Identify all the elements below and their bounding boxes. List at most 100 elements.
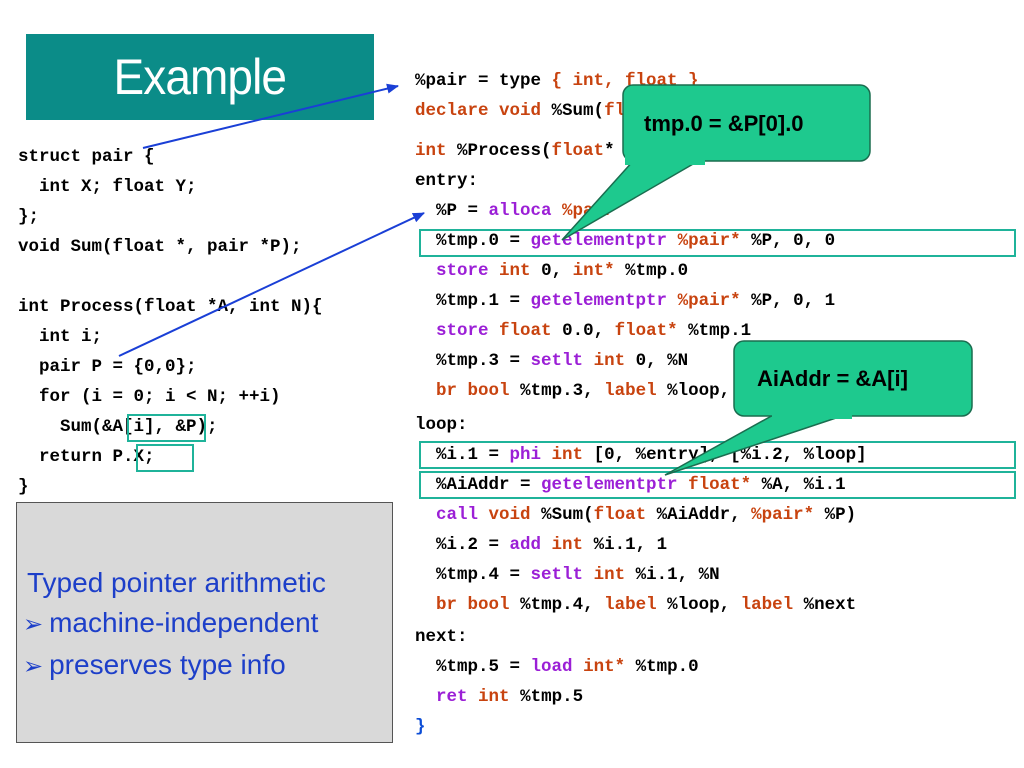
ir-token: loop: [415, 415, 468, 435]
ir-token: %P = [415, 201, 489, 221]
ir-token: int [478, 687, 510, 707]
ir-code-line: entry: [415, 166, 478, 196]
c-code-line: } [18, 477, 29, 497]
ir-token: %tmp.1 = [415, 291, 531, 311]
ir-token: alloca [488, 201, 552, 221]
ir-token: 0, [530, 261, 573, 281]
ir-code-line: %tmp.4 = setlt int %i.1, %N [415, 560, 720, 590]
c-code-line: int i; [18, 327, 103, 347]
ir-token: %P, 0, 1 [740, 291, 836, 311]
ir-token: %P) [814, 505, 857, 525]
ir-token: ret [436, 687, 468, 707]
ir-token: %tmp.1 [677, 321, 752, 341]
ir-token: %tmp.5 [509, 687, 584, 707]
c-code-line: struct pair { [18, 147, 155, 167]
ir-token: %loop, [656, 595, 741, 615]
ir-token: label [740, 595, 794, 615]
ir-code-line: %i.2 = add int %i.1, 1 [415, 530, 667, 560]
arrow-pair-to-alloca [118, 212, 425, 357]
ir-token: %i.1 = [415, 445, 510, 465]
ir-code-line: %P = alloca %pair [415, 196, 615, 226]
ir-token: setlt [530, 565, 584, 585]
ir-token: %tmp.0 [614, 261, 689, 281]
ir-code-line: ret int %tmp.5 [415, 682, 583, 712]
callout-tmp0 [561, 84, 871, 241]
ir-token: %i.2 = [415, 535, 510, 555]
ir-token: add [509, 535, 542, 555]
ir-token: 0.0, [551, 321, 615, 341]
ir-code-line: %tmp.3 = setlt int 0, %N [415, 346, 688, 376]
ir-token: br [436, 595, 458, 615]
ir-token: %tmp.4 = [415, 565, 531, 585]
ir-token: int* [583, 657, 626, 677]
highlight-c-px [136, 444, 194, 472]
c-code-line: int X; float Y; [18, 177, 197, 197]
ir-token: void [488, 505, 531, 525]
ir-token: phi [509, 445, 542, 465]
ir-token: float [499, 321, 552, 341]
ir-token: entry: [415, 171, 479, 191]
ir-token: next: [415, 627, 468, 647]
ir-token: float [551, 141, 605, 161]
ir-token: %pair* [751, 505, 815, 525]
ir-token: label [604, 595, 657, 615]
ir-token: %loop, [656, 381, 741, 401]
ir-token: declare [415, 101, 489, 121]
note-bullet-1: ➢machine-independent [23, 607, 318, 639]
ir-token: %tmp.3 = [415, 351, 531, 371]
ir-code-line: %tmp.5 = load int* %tmp.0 [415, 652, 699, 682]
c-code-line: return P.X; [18, 447, 155, 467]
ir-token: bool [467, 595, 510, 615]
highlight-c-array-arg [127, 414, 206, 442]
ir-token: %Sum( [541, 101, 605, 121]
ir-token: %tmp.3, [509, 381, 605, 401]
callout-aiaddr [664, 340, 973, 476]
ir-code-line: } [415, 712, 426, 742]
ir-token: } [415, 717, 426, 737]
ir-code-line: %i.1 = phi int [0, %entry], [%i.2, %loop… [415, 440, 867, 470]
ir-token: %tmp.4, [509, 595, 605, 615]
ir-token: getelementptr [541, 475, 678, 495]
ir-code-line: %AiAddr = getelementptr float* %A, %i.1 [415, 470, 846, 500]
ir-token: void [499, 101, 542, 121]
ir-token: [0, %entry], [%i.2, %loop] [593, 445, 867, 465]
ir-token: %AiAddr, [646, 505, 752, 525]
ir-token: %i.1, 1 [583, 535, 668, 555]
arrow-struct-to-type [142, 83, 399, 149]
ir-code-line: call void %Sum(float %AiAddr, %pair* %P) [415, 500, 856, 530]
ir-token: load [530, 657, 573, 677]
ir-token: float* [614, 321, 678, 341]
ir-token: %i.1, %N [625, 565, 720, 585]
note-bullet-2: ➢preserves type info [23, 649, 286, 681]
ir-token: int [551, 535, 584, 555]
c-code-line: pair P = {0,0}; [18, 357, 197, 377]
note-bullet-1-text: machine-independent [49, 607, 319, 638]
note-bullet-2-text: preserves type info [49, 649, 286, 680]
ir-token: label [604, 381, 657, 401]
bullet-arrow-icon: ➢ [23, 610, 44, 638]
ir-token: %A, %i.1 [751, 475, 846, 495]
ir-code-line: next: [415, 622, 468, 652]
ir-code-line: store int 0, int* %tmp.0 [415, 256, 688, 286]
highlight-aiaddr-line [419, 471, 1016, 499]
ir-code-line: %tmp.0 = getelementptr %pair* %P, 0, 0 [415, 226, 835, 256]
ir-token: bool [467, 381, 510, 401]
note-box: Typed pointer arithmetic ➢machine-indepe… [16, 502, 393, 743]
ir-token: %pair = type [415, 71, 552, 91]
ir-code-line: loop: [415, 410, 468, 440]
ir-token: float* [688, 475, 752, 495]
bullet-arrow-icon: ➢ [23, 652, 44, 680]
ir-token: 0, %N [625, 351, 689, 371]
ir-code-line: br bool %tmp.4, label %loop, label %next [415, 590, 856, 620]
ir-token: %tmp.0 [625, 657, 699, 677]
c-code-line: for (i = 0; i < N; ++i) [18, 387, 281, 407]
ir-token: int [593, 351, 626, 371]
highlight-phi-line [419, 441, 1016, 469]
slide-title-box: Example [26, 34, 374, 120]
ir-token: %Process( [446, 141, 552, 161]
slide-title: Example [113, 49, 287, 105]
ir-token: setlt [530, 351, 584, 371]
ir-token: store [436, 321, 489, 341]
ir-token: %Sum( [530, 505, 594, 525]
ir-token: br [436, 381, 458, 401]
